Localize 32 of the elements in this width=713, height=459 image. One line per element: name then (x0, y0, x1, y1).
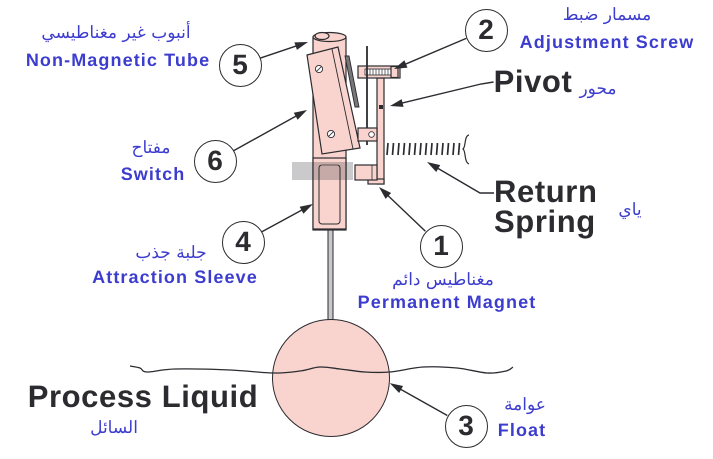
leader-arrow (260, 42, 308, 59)
part-label: Switch (120, 164, 186, 184)
part-label: مسمار ضبط (562, 5, 652, 25)
callout-number: 3 (444, 404, 488, 448)
callout-number: 2 (464, 8, 508, 52)
leader-arrow (427, 162, 494, 194)
part-label: محور (579, 79, 617, 99)
part-label: Permanent Magnet (358, 292, 536, 312)
part-label: عوامة (504, 395, 546, 415)
callout-number: 6 (194, 140, 236, 182)
leader-arrow (378, 186, 426, 232)
leader-arrow (262, 204, 313, 232)
leader-arrow (390, 81, 494, 107)
part-label: ياي (618, 200, 642, 220)
label: السائل (90, 418, 138, 438)
leader-arrow (390, 383, 448, 416)
callout-text: Return Spring (494, 177, 610, 237)
part-label: Attraction Sleeve (92, 267, 258, 287)
part-label: مفتاح (132, 138, 170, 158)
part-label: أنبوب غير مغناطيسي (41, 23, 191, 43)
label: Process Liquid (28, 381, 258, 413)
part-label: Float (498, 420, 546, 440)
leader-arrow (394, 38, 466, 70)
callout-number: 5 (218, 44, 262, 86)
part-label: مغناطيس دائم (392, 270, 494, 290)
part-label: جلبة جذب (135, 243, 207, 263)
callout-number: 1 (420, 224, 462, 268)
callout-text: Pivot (494, 67, 572, 97)
part-label: Non-Magnetic Tube (26, 50, 210, 70)
part-label: Adjustment Screw (520, 32, 694, 52)
leader-arrow (233, 110, 308, 152)
callout-number: 4 (222, 220, 264, 264)
